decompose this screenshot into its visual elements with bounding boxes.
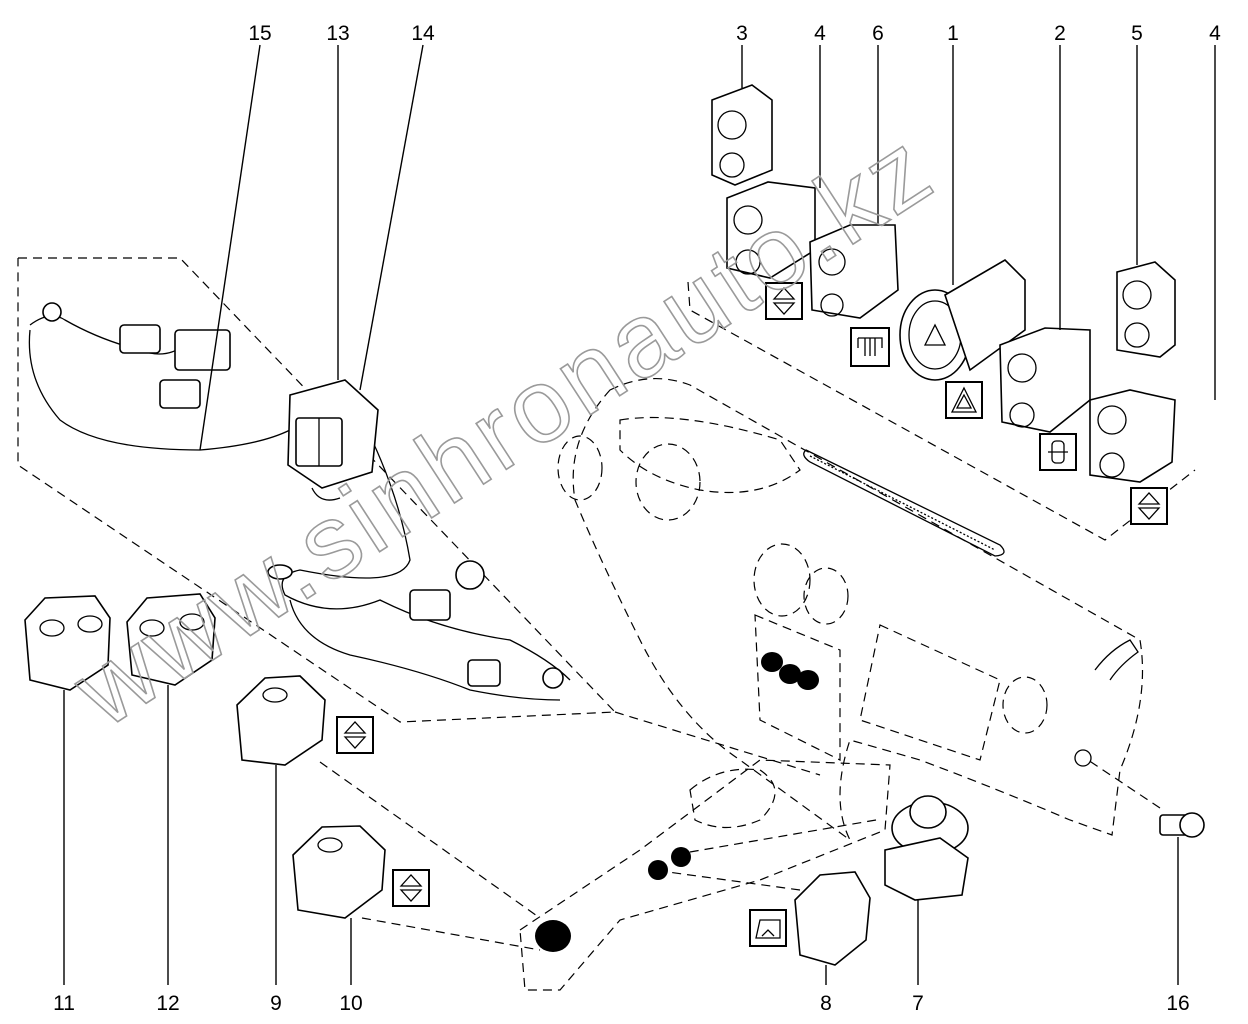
callout-labels: 15 13 14 3 4 6 1 2 5 4 11 12 9 10 8 7 16	[53, 22, 1221, 1015]
watermark: www.sinhronauto.kz	[54, 109, 954, 750]
switch-4a	[726, 181, 816, 279]
callout-11: 11	[53, 992, 75, 1015]
callout-5: 5	[1131, 22, 1143, 45]
callout-10: 10	[339, 992, 362, 1015]
center-stack-switch-blanks	[761, 652, 819, 690]
callout-15: 15	[248, 22, 271, 45]
harness-group-outline	[17, 257, 617, 723]
switch-12	[126, 593, 216, 686]
callout-9: 9	[270, 992, 282, 1015]
callout-4: 4	[814, 22, 826, 45]
rear-defrost-icon	[850, 327, 890, 367]
up-down-arrows-icon	[765, 282, 803, 320]
assembly-arrows	[319, 711, 1161, 951]
up-down-arrows-icon	[336, 716, 374, 754]
up-down-arrows-icon	[1130, 487, 1168, 525]
switch-8	[794, 871, 871, 966]
switch-6	[809, 224, 899, 319]
callout-3: 3	[736, 22, 748, 45]
callout-8: 8	[820, 992, 832, 1015]
switch-2	[999, 327, 1091, 433]
mirror-icon	[749, 909, 787, 947]
callout-12: 12	[156, 992, 179, 1015]
wiring-harness	[28, 302, 571, 701]
switch-9	[236, 675, 326, 766]
callout-6: 6	[872, 22, 884, 45]
ignition-lock-16	[1159, 812, 1205, 838]
hazard-triangle-icon	[945, 381, 983, 419]
center-console	[519, 759, 891, 991]
switch-5	[1116, 261, 1176, 358]
callout-7: 7	[912, 992, 924, 1015]
switch-4b	[1089, 389, 1176, 483]
callout-4: 4	[1209, 22, 1221, 45]
callout-13: 13	[326, 22, 349, 45]
switch-11	[24, 595, 111, 691]
mirror-control-unit	[287, 379, 379, 501]
switch-10	[292, 825, 386, 919]
dashboard	[557, 378, 1144, 841]
callout-16: 16	[1166, 992, 1189, 1015]
callout-2: 2	[1054, 22, 1066, 45]
leader-lines	[63, 44, 1216, 985]
up-down-arrows-icon	[392, 869, 430, 907]
callout-1: 1	[947, 22, 959, 45]
car-door-lock-icon	[1039, 433, 1077, 471]
switch-3	[711, 84, 773, 186]
callout-14: 14	[411, 22, 435, 45]
switch-7-knob	[884, 795, 969, 901]
